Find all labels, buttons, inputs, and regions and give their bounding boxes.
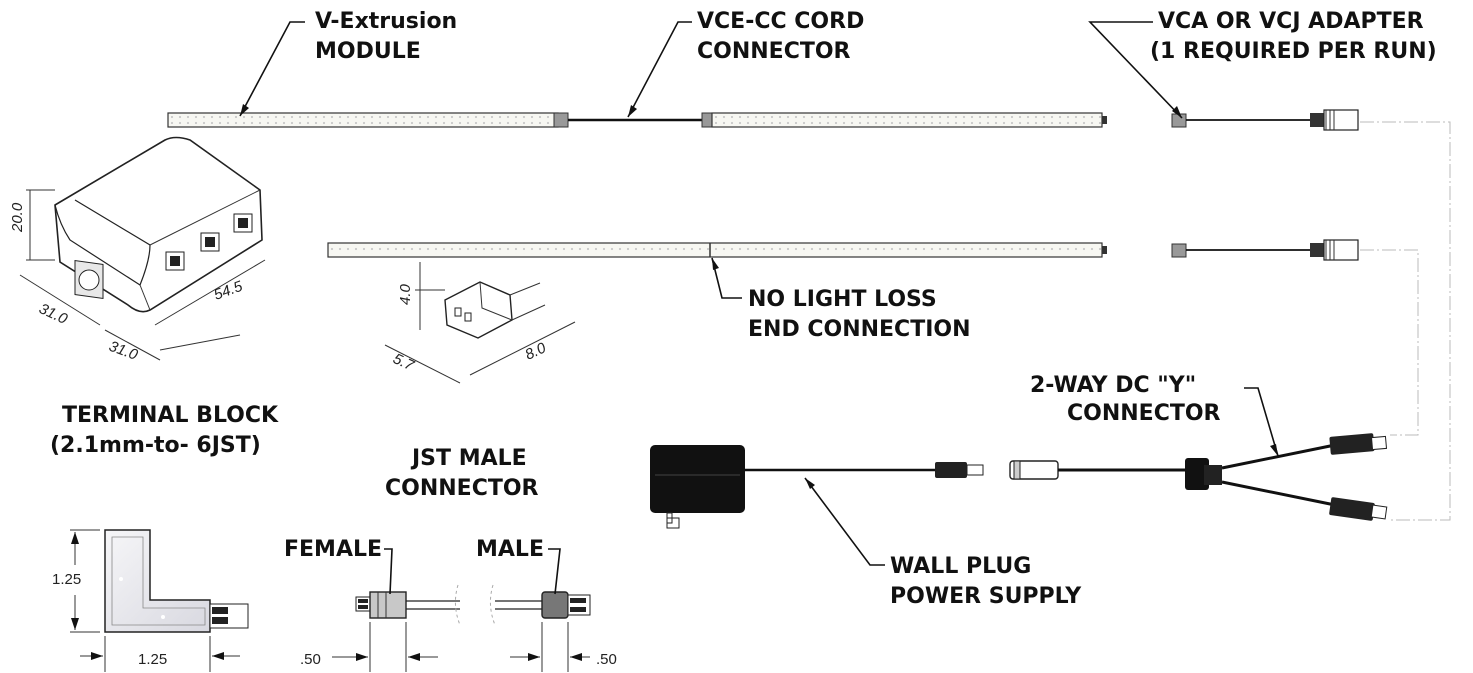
male-pitch-dim: .50 [596,651,617,668]
routing-lines [1360,121,1451,521]
label-two-way: 2-WAY DC "Y" CONNECTOR [1030,373,1221,426]
y-connector-drawing [1009,433,1388,521]
female-jst-drawing [332,548,461,672]
led-strip-run-1 [167,112,1107,128]
label-jst-male: JST MALE CONNECTOR [385,446,539,501]
label-adapter-line2: (1 REQUIRED PER RUN) [1150,39,1437,64]
female-pitch-dim: .50 [300,651,321,668]
led-strip-run-2 [327,242,1107,258]
tb-depth-dim: 31.0 [107,338,141,364]
label-vce-cc: VCE-CC CORD CONNECTOR [697,9,864,64]
terminal-block-drawing [19,136,266,361]
label-vce-cc-line1: VCE-CC CORD [697,9,864,34]
callout-leaders-bottom [804,387,1279,566]
corner-connector-drawing [70,529,249,672]
male-jst-drawing [489,548,591,672]
label-adapter: VCA OR VCJ ADAPTER (1 REQUIRED PER RUN) [1150,9,1437,64]
label-no-light-loss-line2: END CONNECTION [748,317,971,342]
label-no-light-loss-line1: NO LIGHT LOSS [748,287,937,312]
label-terminal-block-line1: TERMINAL BLOCK [62,403,279,428]
label-v-extrusion-line1: V-Extrusion [315,9,457,34]
label-v-extrusion-line2: MODULE [315,39,421,64]
label-female: FEMALE [284,537,382,562]
adapter-cable-bottom [1171,239,1359,261]
label-jst-male-line2: CONNECTOR [385,476,539,501]
label-jst-male-line1: JST MALE [410,446,527,471]
jst-width-dim: 5.7 [390,350,417,374]
label-male: MALE [476,537,544,562]
jst-height-dim: 4.0 [397,283,414,305]
label-wall-plug-line2: POWER SUPPLY [890,584,1082,609]
label-v-extrusion: V-Extrusion MODULE [315,9,457,64]
label-wall-plug-line1: WALL PLUG [890,554,1031,579]
corner-width-dim: 1.25 [138,651,167,668]
power-supply-drawing [650,445,984,529]
label-two-way-line2: CONNECTOR [1067,401,1221,426]
tb-width-dim: 31.0 [36,300,70,328]
label-terminal-block: TERMINAL BLOCK (2.1mm-to- 6JST) [50,403,279,458]
jst-connector-drawing [384,262,576,384]
jst-length-dim: 8.0 [523,339,550,363]
tb-length-dim: 54.5 [212,278,246,304]
label-no-light-loss: NO LIGHT LOSS END CONNECTION [748,287,971,342]
label-wall-plug: WALL PLUG POWER SUPPLY [890,554,1082,609]
label-adapter-line1: VCA OR VCJ ADAPTER [1158,9,1424,34]
label-vce-cc-line2: CONNECTOR [697,39,851,64]
label-two-way-line1: 2-WAY DC "Y" [1030,373,1196,398]
callout-leaders-top [239,21,1183,299]
tb-height-dim: 20.0 [9,202,26,233]
corner-height-dim: 1.25 [52,571,81,588]
label-terminal-block-line2: (2.1mm-to- 6JST) [50,433,261,458]
adapter-cable-top [1171,109,1359,131]
